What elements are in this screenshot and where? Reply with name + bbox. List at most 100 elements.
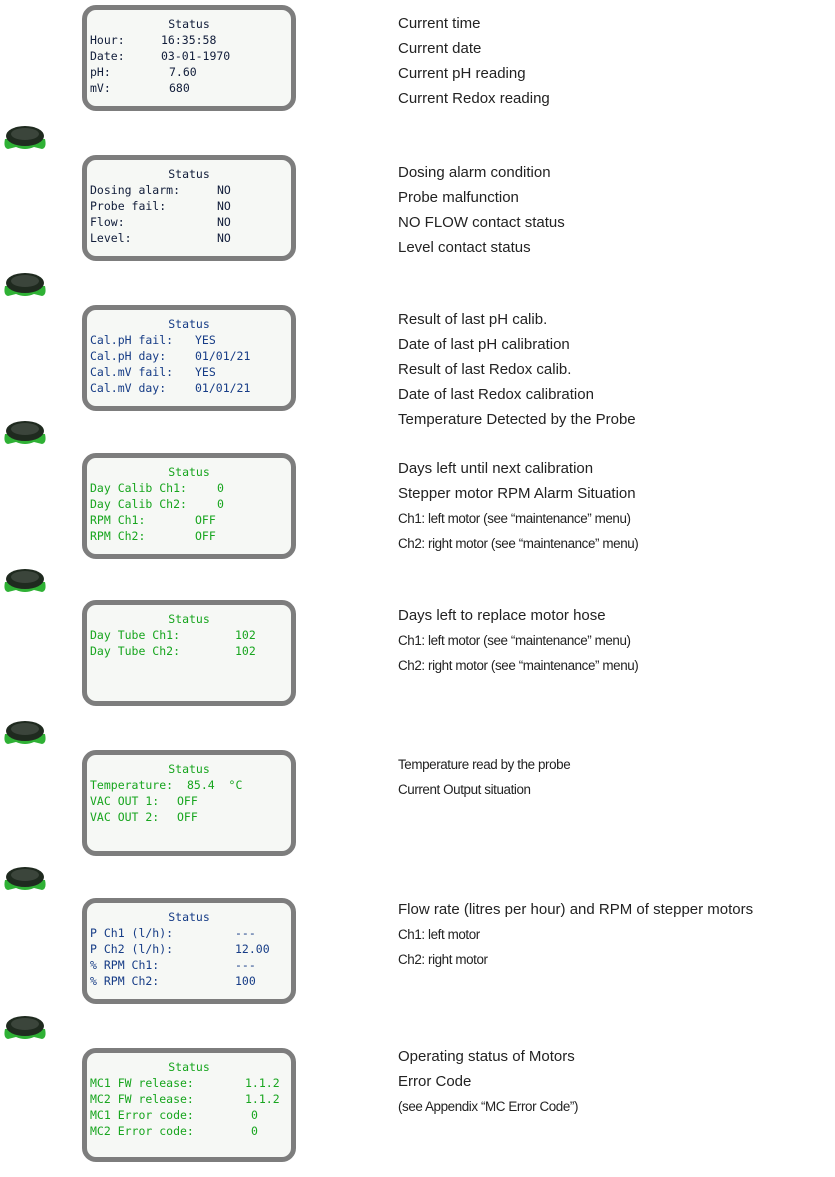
row-value: 100 (235, 974, 256, 988)
status-row: Cal.pH day:01/01/21 (87, 348, 291, 364)
row-value: 102 (235, 644, 256, 658)
row-label: RPM Ch2: (90, 529, 146, 543)
screen-title: Status (168, 612, 210, 626)
row-label: pH: (90, 65, 111, 79)
description-line: (see Appendix “MC Error Code”) (398, 1099, 578, 1114)
row-value: 01/01/21 (195, 381, 251, 395)
row-label: Hour: (90, 33, 125, 47)
description-line: Flow rate (litres per hour) and RPM of s… (398, 901, 754, 918)
row-label: MC1 FW release: (90, 1076, 194, 1090)
description-block: Operating status of Motors Error Code (s… (398, 1044, 578, 1119)
status-row: Probe fail: NO (87, 198, 291, 214)
description-block: Flow rate (litres per hour) and RPM of s… (398, 897, 753, 972)
row-value: 680 (169, 81, 190, 95)
row-label: mV: (90, 81, 111, 95)
row-label: Probe fail: (90, 199, 167, 213)
row-label: Date: (90, 49, 125, 63)
status-row: MC2 Error code: 0 (87, 1123, 291, 1139)
rotary-knob-icon (4, 1016, 46, 1039)
status-row: VAC OUT 1:OFF (87, 793, 291, 809)
row-value: NO (217, 215, 231, 229)
row-value: 7.60 (169, 65, 197, 79)
row-label: % RPM Ch1: (90, 958, 160, 972)
description-line: Level contact status (398, 239, 531, 256)
status-row: Cal.mV fail:YES (87, 364, 291, 380)
row-value: OFF (177, 810, 198, 824)
row-value: 102 (235, 628, 256, 642)
row-label: P Ch1 (l/h): (90, 926, 174, 940)
rotary-knob-icon (4, 421, 46, 444)
row-value: 85.4 °C (187, 778, 243, 792)
status-row: RPM Ch1:OFF (87, 512, 291, 528)
description-block: Temperature read by the probe Current Ou… (398, 752, 571, 802)
row-label: Cal.mV day: (90, 381, 167, 395)
row-label: % RPM Ch2: (90, 974, 160, 988)
description-line: Date of last pH calibration (398, 336, 570, 353)
description-line: Days left until next calibration (398, 460, 594, 477)
rotary-knob-icon (4, 569, 46, 592)
description-line: Temperature read by the probe (398, 757, 571, 772)
status-row: MC2 FW release:1.1.2 (87, 1091, 291, 1107)
status-row: P Ch1 (l/h):--- (87, 925, 291, 941)
row-value: 0 (217, 497, 224, 511)
screen-title: Status (168, 1060, 210, 1074)
status-row: MC1 Error code:0 (87, 1107, 291, 1123)
status-row: Flow: NO (87, 214, 291, 230)
rotary-knob-icon (4, 721, 46, 744)
lcd-screen-motor-firmware: Status MC1 FW release: 1.1.2 MC2 FW relea… (82, 1048, 296, 1162)
status-row: Level: NO (87, 230, 291, 246)
description-line: Ch2: right motor (see “maintenance” menu… (398, 658, 639, 673)
rotary-knob-icon (4, 273, 46, 296)
row-label: Flow: (90, 215, 125, 229)
status-row: P Ch2 (l/h):12.00 (87, 941, 291, 957)
description-line: Result of last Redox calib. (398, 361, 572, 378)
description-line: Current time (398, 15, 481, 32)
screen-title: Status (168, 910, 210, 924)
row-value: 0 (251, 1124, 258, 1138)
row-label: Level: (90, 231, 132, 245)
status-row: Day Calib Ch1:0 (87, 480, 291, 496)
description-line: Ch1: left motor (398, 927, 480, 942)
description-line: Result of last pH calib. (398, 311, 548, 328)
row-label: Day Tube Ch1: (90, 628, 181, 642)
description-line: Current Output situation (398, 782, 531, 797)
description-line: Operating status of Motors (398, 1048, 575, 1065)
row-label: Cal.pH fail: (90, 333, 174, 347)
description-line: Dosing alarm condition (398, 164, 551, 181)
row-value: OFF (195, 529, 216, 543)
status-row: Date:03-01-1970 (87, 48, 291, 64)
lcd-screen-tube: Status Day Tube Ch1:102 Day Tube Ch2:102 (82, 600, 296, 706)
description-line: Days left to replace motor hose (398, 607, 606, 624)
lcd-screen-calibration: Status Cal.pH fail:YES Cal.pH day:01/01/… (82, 305, 296, 411)
row-value: NO (217, 231, 231, 245)
description-block: Result of last pH calib. Date of last pH… (398, 307, 636, 432)
row-label: VAC OUT 2: (90, 810, 160, 824)
row-value: 1.1.2 (245, 1076, 280, 1090)
description-line: Ch1: left motor (see “maintenance” menu) (398, 511, 631, 526)
row-label: Dosing alarm: (90, 183, 181, 197)
row-label: MC2 FW release: (90, 1092, 194, 1106)
row-label: MC1 Error code: (90, 1108, 194, 1122)
status-row: Day Calib Ch2:0 (87, 496, 291, 512)
screen-title: Status (168, 762, 210, 776)
row-value: --- (235, 958, 256, 972)
status-row: % RPM Ch1: --- (87, 957, 291, 973)
rotary-knob-icon (4, 867, 46, 890)
row-label: Temperature: (90, 778, 174, 792)
row-value: OFF (195, 513, 216, 527)
description-line: Error Code (398, 1073, 472, 1090)
row-value: YES (195, 365, 216, 379)
description-line: Current date (398, 40, 482, 57)
row-label: MC2 Error code: (90, 1124, 194, 1138)
row-value: YES (195, 333, 216, 347)
row-value: NO (217, 183, 231, 197)
row-label: Cal.pH day: (90, 349, 167, 363)
description-block: Days left until next calibration Stepper… (398, 456, 639, 556)
status-row: VAC OUT 2: OFF (87, 809, 291, 825)
rotary-knob-icon (4, 126, 46, 149)
description-line: Ch2: right motor (see “maintenance” menu… (398, 536, 639, 551)
row-value: NO (217, 199, 231, 213)
lcd-screen-time-date: Status Hour:16:35:58 Date:03-01-1970 pH:… (82, 5, 296, 111)
status-row: Cal.mV day: 01/01/21 (87, 380, 291, 396)
status-row: Hour:16:35:58 (87, 32, 291, 48)
